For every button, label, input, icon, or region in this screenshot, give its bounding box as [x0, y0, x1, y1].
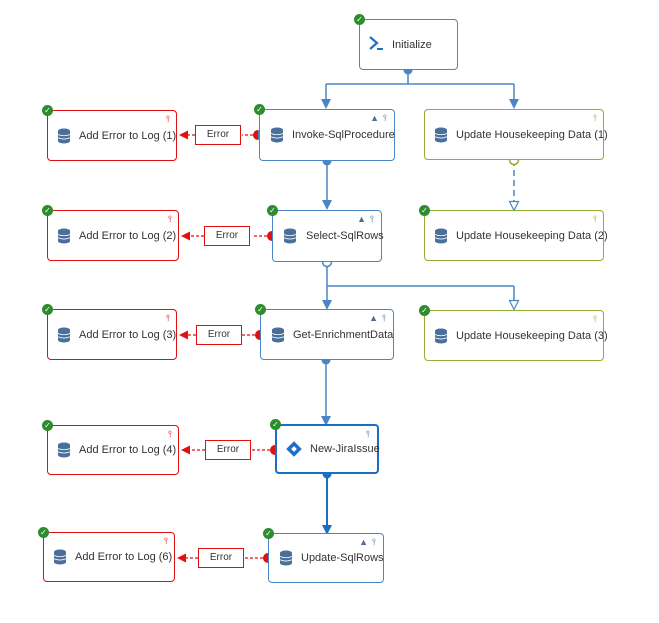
node-invoke-sqlprocedure[interactable]: Invoke-SqlProcedure ▲ ⫯ [259, 109, 395, 161]
pin-icon: ⫯ [168, 429, 172, 439]
database-icon [434, 127, 448, 142]
connector-initialize-branches [321, 65, 519, 109]
pin-icon: ⫯ [168, 214, 172, 224]
node-add-error-to-log-4[interactable]: Add Error to Log (4) ⫯ [47, 425, 179, 475]
database-icon [434, 228, 448, 243]
powershell-icon [368, 35, 384, 55]
warning-triangle-icon: ▲ [357, 214, 366, 224]
database-icon [270, 127, 284, 143]
node-add-error-to-log-1[interactable]: Add Error to Log (1) ⫯ [47, 110, 177, 161]
node-select-sqlrows[interactable]: Select-SqlRows ▲ ⫯ [272, 210, 384, 262]
pin-icon: ⫯ [164, 536, 168, 546]
node-initialize-label: Initialize [392, 38, 432, 51]
success-check-icon: ✓ [267, 205, 278, 216]
pin-icon: ⫯ [593, 314, 597, 324]
node-update-housekeeping-data-1-label: Update Housekeeping Data (1) [456, 128, 608, 141]
success-check-icon: ✓ [354, 14, 365, 25]
node-add-error-to-log-2-label: Add Error to Log (2) [79, 229, 177, 242]
success-check-icon: ✓ [419, 205, 430, 216]
node-update-housekeeping-data-2-label: Update Housekeeping Data (2) [456, 229, 608, 242]
warning-triangle-icon: ▲ [369, 313, 378, 323]
success-check-icon: ✓ [263, 528, 274, 539]
connector-select-branches [321, 256, 515, 306]
database-icon [434, 328, 448, 343]
node-get-enrichmentdata[interactable]: Get-EnrichmentData ▲ ⫯ [260, 309, 394, 360]
node-update-housekeeping-data-1[interactable]: Update Housekeeping Data (1) ⫯ [424, 109, 608, 160]
database-icon [271, 327, 285, 342]
pin-icon: ⫯ [593, 113, 597, 123]
database-icon [279, 550, 293, 566]
node-add-error-to-log-1-label: Add Error to Log (1) [79, 129, 177, 142]
success-check-icon: ✓ [42, 304, 53, 315]
node-add-error-to-log-3-label: Add Error to Log (3) [79, 328, 177, 341]
success-check-icon: ✓ [42, 105, 53, 116]
node-update-sqlrows-label: Update-SqlRows [301, 552, 384, 564]
error-link-label-4[interactable]: Error [205, 440, 251, 460]
success-check-icon: ✓ [42, 420, 53, 431]
node-select-sqlrows-label: Select-SqlRows [306, 230, 384, 242]
success-check-icon: ✓ [254, 104, 265, 115]
error-link-label-6[interactable]: Error [198, 548, 244, 568]
node-update-housekeeping-data-2[interactable]: Update Housekeeping Data (2) ⫯ [424, 210, 608, 261]
node-add-error-to-log-6[interactable]: Add Error to Log (6) ⫯ [43, 532, 175, 582]
database-icon [57, 327, 71, 342]
pin-icon: ⫯ [166, 313, 170, 323]
node-add-error-to-log-3[interactable]: Add Error to Log (3) ⫯ [47, 309, 177, 360]
node-add-error-to-log-2[interactable]: Add Error to Log (2) ⫯ [47, 210, 179, 261]
pin-icon: ⫯ [166, 114, 170, 124]
node-add-error-to-log-6-label: Add Error to Log (6) [75, 551, 173, 563]
pin-icon: ⫯ [372, 537, 376, 547]
error-link-label-3[interactable]: Error [196, 325, 242, 345]
connector-hk1-to-hk2 [510, 154, 519, 207]
pin-icon: ⫯ [383, 113, 387, 123]
node-update-sqlrows[interactable]: Update-SqlRows ▲ ⫯ [268, 533, 384, 583]
database-icon [57, 128, 71, 143]
success-check-icon: ✓ [42, 205, 53, 216]
error-link-label-1[interactable]: Error [195, 125, 241, 145]
connector-invoke-to-select [322, 156, 332, 210]
error-link-label-2[interactable]: Error [204, 226, 250, 246]
node-new-jiraissue-label: New-JiraIssue [310, 443, 380, 455]
pin-icon: ⫯ [382, 313, 386, 323]
node-update-housekeeping-data-3[interactable]: Update Housekeeping Data (3) ⫯ [424, 310, 608, 361]
connector-jira-to-update [322, 469, 332, 535]
pin-icon: ⫯ [593, 214, 597, 224]
success-check-icon: ✓ [419, 305, 430, 316]
node-update-housekeeping-data-3-label: Update Housekeeping Data (3) [456, 329, 608, 342]
warning-triangle-icon: ▲ [370, 113, 379, 123]
jira-icon [286, 441, 302, 457]
database-icon [283, 228, 297, 244]
database-icon [53, 549, 67, 565]
success-check-icon: ✓ [38, 527, 49, 538]
node-invoke-sqlprocedure-label: Invoke-SqlProcedure [292, 129, 395, 141]
pin-icon: ⫯ [370, 214, 374, 224]
database-icon [57, 442, 71, 458]
node-add-error-to-log-4-label: Add Error to Log (4) [79, 444, 177, 456]
warning-triangle-icon: ▲ [359, 537, 368, 547]
connector-get-to-jira [321, 355, 331, 426]
node-new-jiraissue[interactable]: New-JiraIssue ⫯ [275, 424, 380, 474]
database-icon [57, 228, 71, 243]
success-check-icon: ✓ [255, 304, 266, 315]
node-get-enrichmentdata-label: Get-EnrichmentData [293, 328, 394, 341]
node-initialize[interactable]: Initialize [359, 19, 458, 70]
success-check-icon: ✓ [270, 419, 281, 430]
pin-icon: ⫯ [366, 429, 370, 439]
